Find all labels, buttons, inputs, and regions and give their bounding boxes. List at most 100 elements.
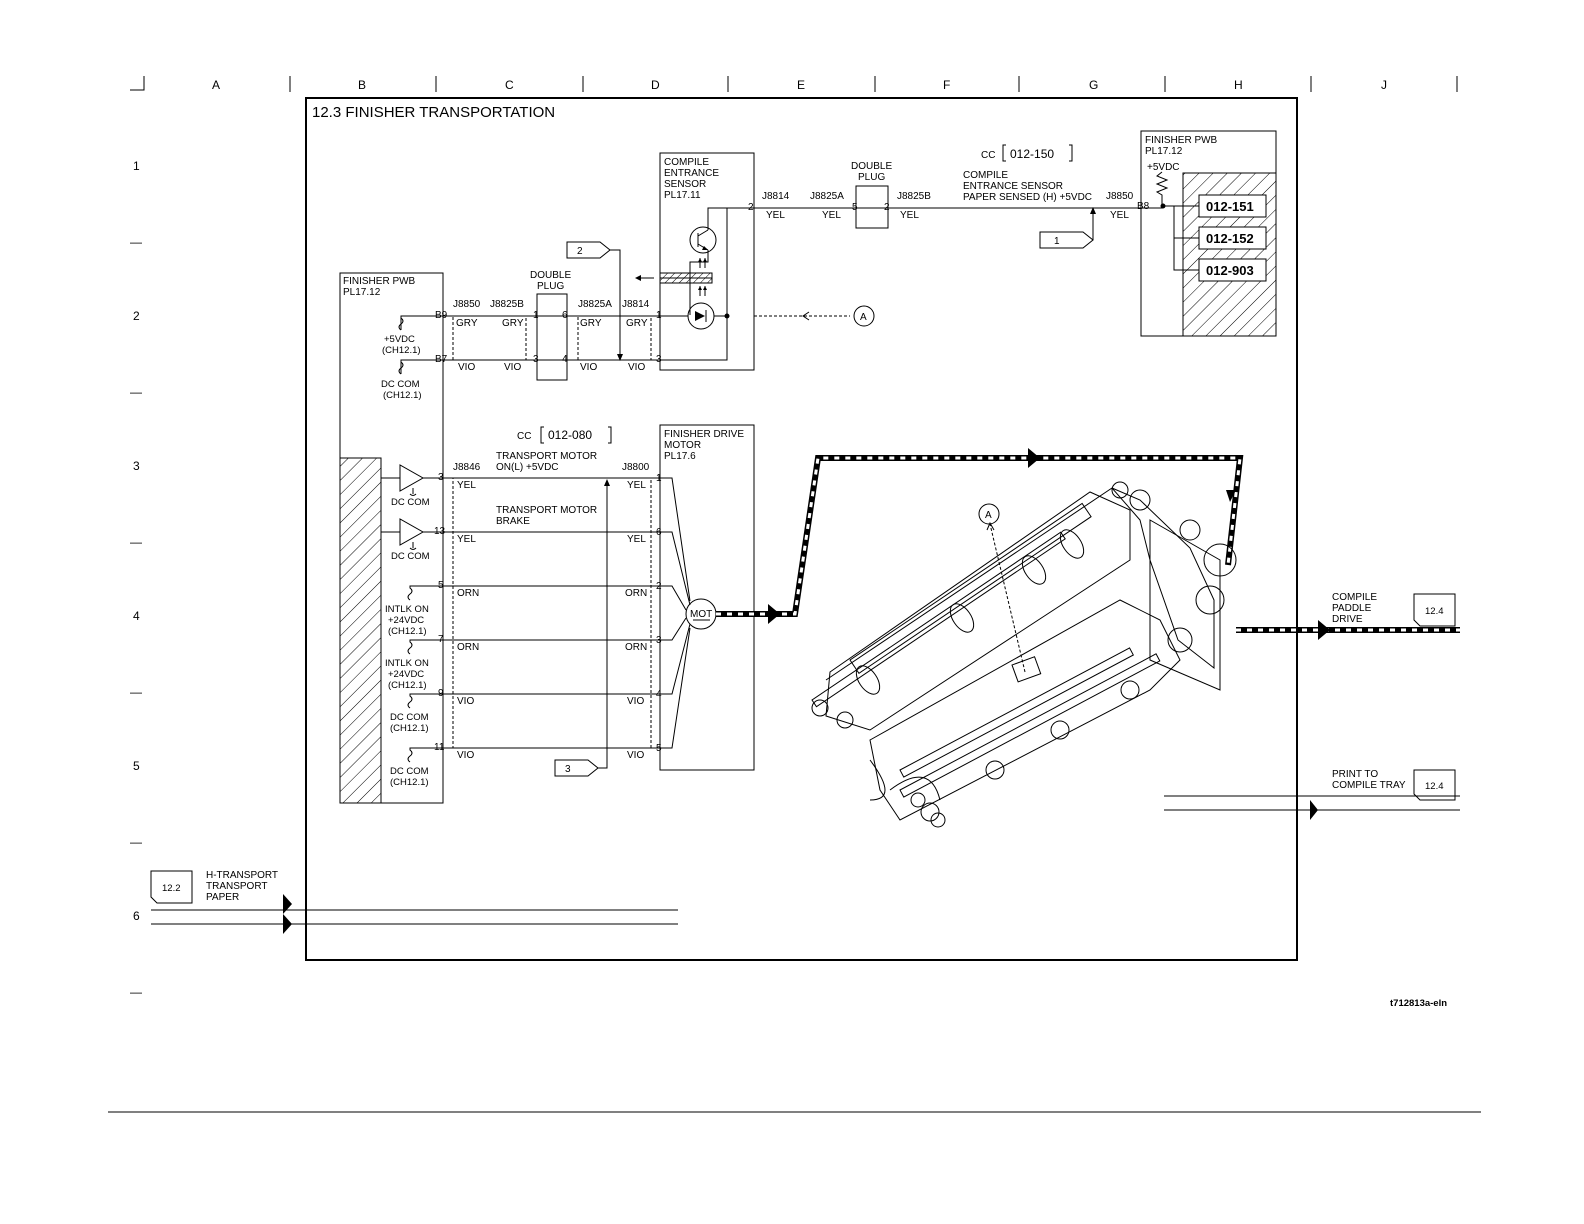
svg-text:COMPILE: COMPILE bbox=[1332, 592, 1377, 603]
svg-text:YEL: YEL bbox=[627, 480, 646, 491]
col-j: J bbox=[1381, 78, 1387, 92]
col-e: E bbox=[797, 78, 805, 92]
fault-code-012-152: 012-152 bbox=[1206, 231, 1254, 246]
svg-text:MOTOR: MOTOR bbox=[664, 440, 701, 451]
svg-text:+5VDC: +5VDC bbox=[384, 334, 415, 345]
svg-text:+24VDC: +24VDC bbox=[388, 615, 424, 626]
fault-code-012-151: 012-151 bbox=[1206, 199, 1254, 214]
svg-text:012-150: 012-150 bbox=[1010, 147, 1054, 161]
print-to-compile-tray-output: PRINT TO COMPILE TRAY 12.4 bbox=[1164, 769, 1460, 820]
row-6: 6 bbox=[133, 909, 140, 923]
svg-text:INTLK ON: INTLK ON bbox=[385, 658, 429, 669]
svg-text:12.2: 12.2 bbox=[162, 883, 181, 894]
finisher-transport-assembly-illustration: A bbox=[811, 481, 1237, 828]
compile-entrance-sensor: COMPILE ENTRANCE SENSOR PL17.11 1 3 A bbox=[635, 152, 875, 371]
svg-text:YEL: YEL bbox=[900, 210, 919, 221]
svg-text:B8: B8 bbox=[1137, 201, 1150, 212]
svg-text:(CH12.1): (CH12.1) bbox=[388, 680, 427, 691]
svg-text:PLUG: PLUG bbox=[537, 281, 564, 292]
svg-text:VIO: VIO bbox=[627, 750, 644, 761]
svg-text:DC COM: DC COM bbox=[391, 551, 430, 562]
svg-text:YEL: YEL bbox=[1110, 210, 1129, 221]
svg-text:VIO: VIO bbox=[580, 362, 597, 373]
svg-text:H-TRANSPORT: H-TRANSPORT bbox=[206, 870, 278, 881]
ref-2-connector: 2 bbox=[566, 241, 623, 361]
svg-text:PADDLE: PADDLE bbox=[1332, 603, 1372, 614]
svg-text:PL17.6: PL17.6 bbox=[664, 451, 696, 462]
svg-text:ON(L) +5VDC: ON(L) +5VDC bbox=[496, 462, 559, 473]
svg-text:VIO: VIO bbox=[458, 362, 475, 373]
finisher-drive-motor: FINISHER DRIVE MOTOR PL17.6 MOT 1 6 2 3 … bbox=[656, 424, 755, 771]
col-f: F bbox=[943, 78, 950, 92]
svg-text:1: 1 bbox=[533, 310, 539, 321]
svg-text:VIO: VIO bbox=[457, 750, 474, 761]
svg-text:(CH12.1): (CH12.1) bbox=[383, 390, 422, 401]
svg-text:PLUG: PLUG bbox=[858, 172, 885, 183]
svg-text:J8825B: J8825B bbox=[490, 299, 524, 310]
svg-text:12.4: 12.4 bbox=[1425, 781, 1444, 792]
main-frame bbox=[305, 97, 1298, 961]
svg-text:PRINT TO: PRINT TO bbox=[1332, 769, 1378, 780]
svg-text:CC: CC bbox=[517, 431, 531, 442]
svg-text:VIO: VIO bbox=[627, 696, 644, 707]
svg-text:J8814: J8814 bbox=[762, 191, 790, 202]
svg-text:MOT: MOT bbox=[690, 609, 712, 620]
svg-text:2: 2 bbox=[577, 246, 583, 257]
row-dash-4: — bbox=[130, 685, 142, 699]
svg-text:YEL: YEL bbox=[457, 534, 476, 545]
svg-text:GRY: GRY bbox=[580, 318, 602, 329]
row-2: 2 bbox=[133, 309, 140, 323]
row-4: 4 bbox=[133, 609, 140, 623]
svg-text:PAPER SENSED (H) +5VDC: PAPER SENSED (H) +5VDC bbox=[963, 192, 1092, 203]
svg-text:BRAKE: BRAKE bbox=[496, 516, 530, 527]
svg-text:ORN: ORN bbox=[457, 642, 479, 653]
svg-text:PL17.12: PL17.12 bbox=[1145, 146, 1183, 157]
svg-text:J8814: J8814 bbox=[622, 299, 650, 310]
compile-paddle-drive-output: COMPILE PADDLE DRIVE 12.4 bbox=[1332, 592, 1456, 627]
svg-text:ENTRANCE: ENTRANCE bbox=[664, 168, 719, 179]
svg-text:(CH12.1): (CH12.1) bbox=[382, 345, 421, 356]
svg-text:ORN: ORN bbox=[457, 588, 479, 599]
svg-text:DOUBLE: DOUBLE bbox=[530, 270, 571, 281]
svg-text:2: 2 bbox=[884, 202, 890, 213]
sensor-signal-wire: J8814 J8825A J8825B J8850 YEL YEL YEL YE… bbox=[718, 161, 1163, 249]
svg-text:TRANSPORT MOTOR: TRANSPORT MOTOR bbox=[496, 505, 597, 516]
svg-text:1: 1 bbox=[1054, 236, 1060, 247]
motor-wires: J8846 J8800 TRANSPORT MOTOR ON(L) +5VDC … bbox=[381, 451, 660, 788]
svg-text:VIO: VIO bbox=[457, 696, 474, 707]
svg-text:DC COM: DC COM bbox=[390, 766, 429, 777]
svg-text:FINISHER DRIVE: FINISHER DRIVE bbox=[664, 429, 744, 440]
svg-text:J8850: J8850 bbox=[453, 299, 481, 310]
col-a: A bbox=[212, 78, 220, 92]
row-dash-2: — bbox=[130, 385, 142, 399]
svg-text:YEL: YEL bbox=[627, 534, 646, 545]
svg-text:12.4: 12.4 bbox=[1425, 606, 1444, 617]
row-dash-5: — bbox=[130, 835, 142, 849]
fault-code-boxes: 012-151 012-152 012-903 bbox=[1198, 194, 1267, 282]
svg-text:6: 6 bbox=[562, 310, 568, 321]
svg-text:A: A bbox=[985, 510, 992, 521]
finisher-pwb-top: FINISHER PWB PL17.12 +5VDC 012-151 012-1… bbox=[1137, 130, 1277, 337]
svg-text:J8825A: J8825A bbox=[810, 191, 844, 202]
svg-text:4: 4 bbox=[562, 354, 568, 365]
svg-text:DC COM: DC COM bbox=[390, 712, 429, 723]
svg-text:GRY: GRY bbox=[502, 318, 524, 329]
svg-text:J8825B: J8825B bbox=[897, 191, 931, 202]
col-d: D bbox=[651, 78, 660, 92]
svg-text:J8850: J8850 bbox=[1106, 191, 1134, 202]
svg-text:GRY: GRY bbox=[626, 318, 648, 329]
svg-text:PL17.11: PL17.11 bbox=[664, 190, 701, 201]
svg-text:(CH12.1): (CH12.1) bbox=[390, 777, 429, 788]
svg-text:5: 5 bbox=[852, 202, 858, 213]
svg-text:CC: CC bbox=[981, 150, 995, 161]
col-b: B bbox=[358, 78, 366, 92]
svg-text:012-080: 012-080 bbox=[548, 428, 592, 442]
svg-text:2: 2 bbox=[748, 202, 754, 213]
svg-text:DRIVE: DRIVE bbox=[1332, 614, 1363, 625]
svg-text:J8846: J8846 bbox=[453, 462, 481, 473]
svg-text:YEL: YEL bbox=[457, 480, 476, 491]
svg-text:ORN: ORN bbox=[625, 588, 647, 599]
svg-text:VIO: VIO bbox=[628, 362, 645, 373]
h-transport-input: 12.2 H-TRANSPORT TRANSPORT PAPER bbox=[150, 870, 678, 934]
sensor-power-wires: J8850 J8825B J8825A J8814 GRY GRY GRY GR… bbox=[443, 270, 660, 381]
